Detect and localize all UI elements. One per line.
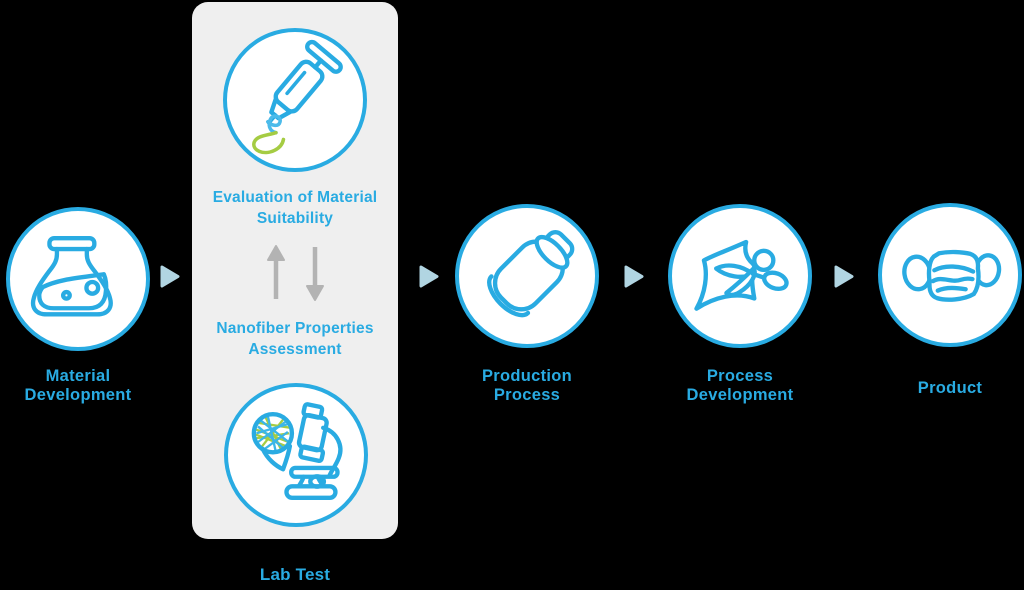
- material-suitability-node: [223, 28, 367, 172]
- product-label-line1: Product: [917, 379, 983, 397]
- material-label-line1: Material: [45, 367, 111, 385]
- yarn-bobbin-icon: [487, 229, 575, 318]
- nanofiber-assessment-node: [224, 383, 368, 527]
- production-label-line2: Process: [493, 386, 561, 404]
- production-process-label: Production Process: [447, 367, 607, 405]
- production-process-node: [455, 204, 599, 348]
- material-development-label: Material Development: [0, 367, 158, 405]
- process-dev-label-line2: Development: [686, 386, 794, 404]
- nanofiber-text-line2: Assessment: [248, 341, 342, 358]
- flow-arrow-icon: [624, 265, 644, 288]
- process-dev-label-line1: Process: [706, 367, 774, 385]
- material-label-line2: Development: [24, 386, 132, 404]
- nanofiber-text-line1: Nanofiber Properties: [216, 320, 374, 337]
- cycle-arrows-icon: [267, 245, 324, 301]
- production-label-line1: Production: [481, 367, 573, 385]
- syringe-icon: [252, 39, 343, 155]
- nanofiber-text: Nanofiber Properties Assessment: [192, 318, 398, 360]
- evaluation-text: Evaluation of Material Suitability: [192, 187, 398, 229]
- flow-arrow-icon: [419, 265, 439, 288]
- product-node: [878, 203, 1022, 347]
- flow-arrow-icon: [834, 265, 854, 288]
- process-development-label: Process Development: [656, 367, 824, 405]
- lab-test-label: Lab Test: [192, 564, 398, 585]
- flask-icon: [30, 236, 113, 317]
- face-mask-icon: [902, 249, 1002, 302]
- evaluation-text-line2: Suitability: [256, 210, 334, 227]
- fabric-scissors-icon: [694, 239, 789, 311]
- material-development-node: [6, 207, 150, 351]
- evaluation-text-line1: Evaluation of Material: [212, 189, 378, 206]
- product-label: Product: [870, 379, 1024, 398]
- lab-test-label-text: Lab Test: [259, 565, 331, 584]
- process-development-node: [668, 204, 812, 348]
- microscope-icon: [251, 402, 343, 501]
- flow-arrow-icon: [160, 265, 180, 288]
